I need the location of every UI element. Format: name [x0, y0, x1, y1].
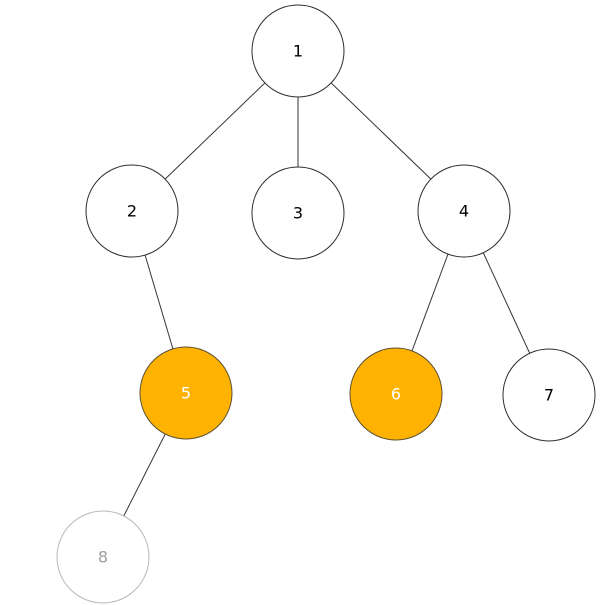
tree-node-label-4: 4 — [459, 202, 469, 221]
tree-node-circle-6 — [349, 347, 443, 441]
tree-node-label-2: 2 — [127, 202, 137, 221]
tree-node-label-8: 8 — [98, 548, 108, 567]
tree-node-circle-5 — [139, 346, 233, 440]
tree-node-label-3: 3 — [293, 204, 303, 223]
tree-node-label-6: 6 — [391, 385, 401, 404]
tree-node-7[interactable]: 7 — [502, 348, 596, 442]
tree-node-circle-3 — [251, 166, 345, 260]
tree-node-label-7: 7 — [544, 386, 554, 405]
tree-node-3[interactable]: 3 — [251, 166, 345, 260]
tree-node-circle-2 — [85, 164, 179, 258]
tree-node-circle-8 — [56, 510, 150, 604]
tree-node-circle-7 — [502, 348, 596, 442]
tree-node-4[interactable]: 4 — [417, 164, 511, 258]
tree-node-label-5: 5 — [181, 384, 191, 403]
tree-node-5[interactable]: 5 — [139, 346, 233, 440]
tree-node-circle-1 — [251, 4, 345, 98]
tree-node-2[interactable]: 2 — [85, 164, 179, 258]
tree-node-8[interactable]: 8 — [56, 510, 150, 604]
tree-node-label-1: 1 — [293, 42, 303, 61]
tree-node-6[interactable]: 6 — [349, 347, 443, 441]
tree-node-1[interactable]: 1 — [251, 4, 345, 98]
tree-node-circle-4 — [417, 164, 511, 258]
